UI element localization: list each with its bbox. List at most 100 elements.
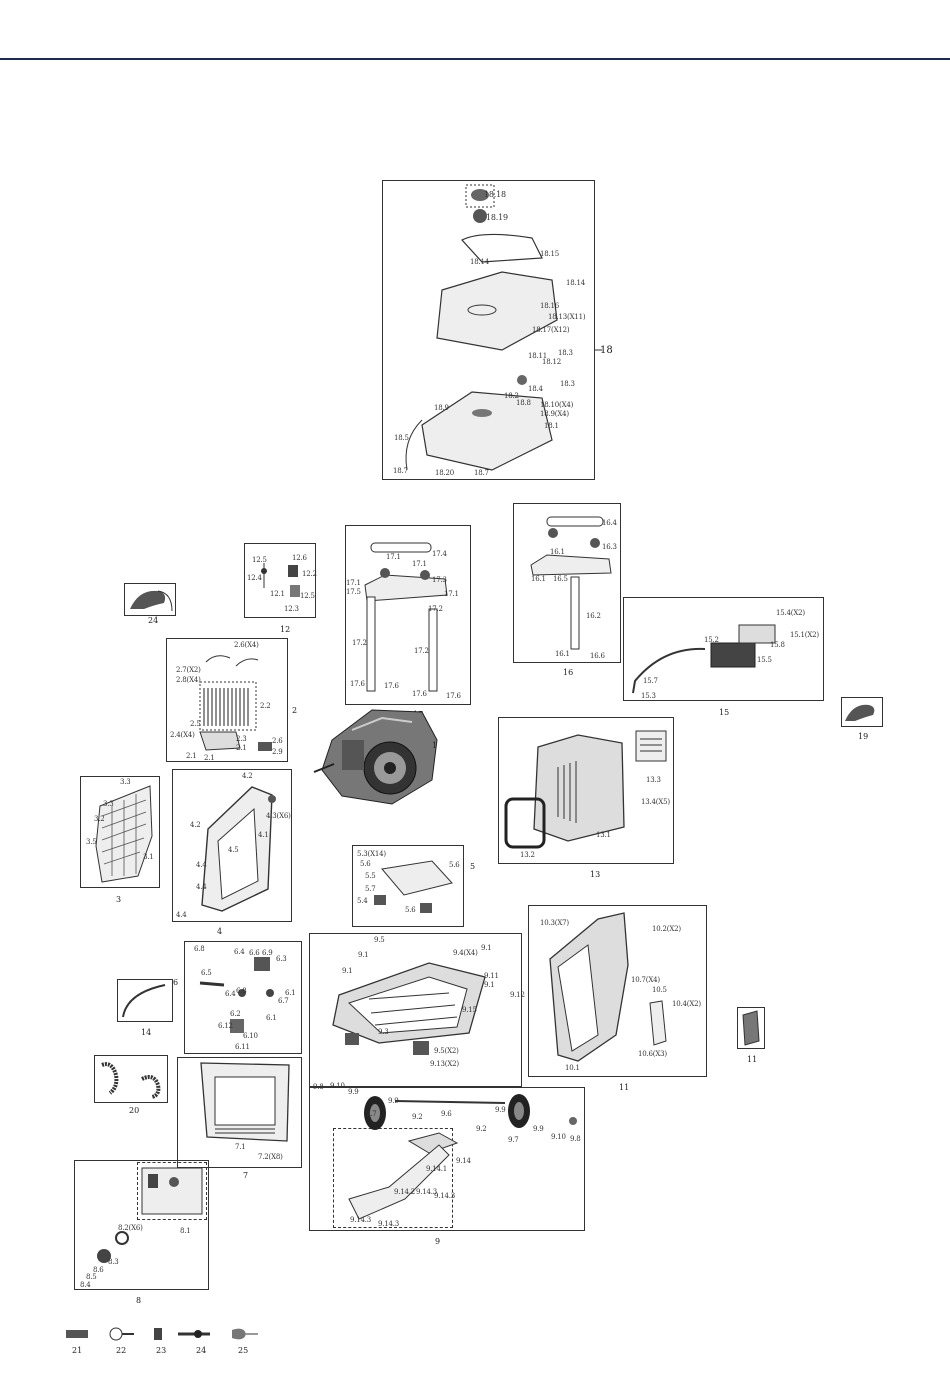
accessory-21-number: 21 (72, 1346, 83, 1355)
assembly-14-drawing (122, 984, 166, 1018)
callout-15-3: 15.3 (641, 692, 656, 700)
assembly-20-number: 20 (129, 1106, 140, 1115)
callout-9-8b: 9.8 (570, 1135, 581, 1143)
callout-2-6: 2.6 (272, 737, 283, 745)
assembly-9-frame (309, 933, 522, 1087)
assembly-10-frame (528, 905, 707, 1077)
assembly-16-number: 16 (563, 668, 574, 677)
callout-8-2: 8.2(X6) (118, 1224, 143, 1232)
callout-17-6a: 17.6 (350, 680, 365, 688)
callout-18-13: 18.13(X11) (548, 313, 586, 321)
engine-drawing (313, 709, 438, 805)
callout-18-14b: 18.14 (566, 279, 586, 287)
callout-18-9b: 18.9 (434, 404, 449, 412)
callout-9-2a: 9.2 (412, 1113, 423, 1121)
callout-18-11: 18.11 (528, 352, 548, 360)
callout-17-5: 17.5 (346, 588, 361, 596)
assembly-6-number: 6 (173, 978, 179, 987)
assembly-3-number: 3 (116, 895, 122, 904)
callout-6-4a: 6.4 (234, 948, 245, 956)
callout-5-6b: 5.6 (449, 861, 460, 869)
callout-2-5: 2.5 (190, 720, 201, 728)
callout-17-1a: 17.1 (386, 553, 401, 561)
assembly-12-frame (244, 543, 316, 618)
callout-3-5: 3.5 (86, 838, 97, 846)
callout-2-7: 2.7(X2) (176, 666, 201, 674)
accessory-23-number: 23 (156, 1346, 167, 1355)
header-rule (0, 58, 950, 60)
callout-15-8: 15.8 (770, 641, 785, 649)
callout-18-7b: 18.7 (474, 469, 489, 477)
callout-9-14-3b: 9.14.3 (434, 1192, 456, 1200)
callout-15-2: 15.2 (704, 636, 719, 644)
callout-18-4: 18.4 (528, 385, 543, 393)
callout-9-11: 9.11 (484, 972, 499, 980)
callout-18-5: 18.5 (394, 434, 409, 442)
callout-18-18: 18.18 (484, 190, 506, 199)
callout-9-9d: 9.9 (533, 1125, 544, 1133)
callout-10-2: 10.2(X2) (652, 925, 681, 933)
callout-17-1b: 17.1 (412, 560, 427, 568)
callout-17-6d: 17.6 (446, 692, 461, 700)
assembly-1-number: 1 (432, 741, 438, 750)
callout-2-1c: 2.1 (204, 754, 215, 762)
callout-18-16: 18.16 (540, 302, 560, 310)
callout-6-8b: 6.8 (236, 987, 247, 995)
assembly-2-drawing (199, 655, 272, 751)
callout-6-3: 6.3 (276, 955, 287, 963)
callout-9-14-3c: 9.14.3 (350, 1216, 372, 1224)
assembly-12-drawing (261, 563, 300, 597)
assembly-8-number: 8 (136, 1296, 142, 1305)
callout-17-6c: 17.6 (412, 690, 427, 698)
callout-12-5a: 12.5 (252, 556, 267, 564)
assembly-13-drawing (504, 730, 667, 849)
fuel-tank-drawing (405, 184, 602, 471)
callout-17-1d: 17.1 (444, 590, 459, 598)
callout-18-2: 18.2 (504, 392, 519, 400)
assembly-11-frame (737, 1007, 765, 1049)
callout-9-9b: 9.9 (388, 1097, 399, 1105)
callout-17-6b: 17.6 (384, 682, 399, 690)
assembly-3-frame (80, 776, 160, 888)
callout-10-6: 10.6(X3) (638, 1050, 667, 1058)
callout-17-4: 17.4 (432, 550, 447, 558)
callout-2-4: 2.4(X4) (170, 731, 195, 739)
callout-5-6a: 5.6 (360, 860, 371, 868)
callout-9-9c: 9.9 (495, 1106, 506, 1114)
callout-9-14-3d: 9.14.3 (378, 1220, 400, 1228)
callout-10-3: 10.3(X7) (540, 919, 569, 927)
callout-8-4: 8.4 (80, 1281, 91, 1289)
callout-18-7a: 18.7 (393, 467, 408, 475)
callout-17-1c: 17.1 (346, 579, 361, 587)
callout-9-10a: 9.10 (330, 1082, 345, 1090)
assembly-24-frame (124, 583, 176, 616)
assembly-19-drawing (845, 704, 875, 721)
callout-9-7b: 9.7 (508, 1136, 519, 1144)
callout-5-5: 5.5 (365, 872, 376, 880)
assembly-10-number: 11 (619, 1083, 630, 1092)
callout-8-6: 8.6 (93, 1266, 104, 1274)
callout-8-3: 8.3 (108, 1258, 119, 1266)
callout-10-5: 10.5 (652, 986, 667, 994)
assembly-16-drawing (530, 516, 612, 650)
assembly-18-number: 18 (600, 345, 613, 356)
callout-9-1b: 9.1 (358, 951, 369, 959)
assembly-7-number: 7 (243, 1171, 249, 1180)
assembly-3-drawing (95, 785, 153, 883)
assembly-15-number: 15 (719, 708, 730, 717)
assembly-7-frame (177, 1057, 302, 1168)
callout-10-4: 10.4(X2) (672, 1000, 701, 1008)
callout-9-12: 9.12 (510, 991, 525, 999)
callout-16-2: 16.2 (586, 612, 601, 620)
callout-18-17: 18.17(X12) (532, 326, 570, 334)
assembly-5-frame (352, 845, 464, 927)
callout-12-5b: 12.5 (300, 592, 315, 600)
callout-13-4: 13.4(X5) (641, 798, 670, 806)
callout-18-9a: 18.9(X4) (540, 410, 569, 418)
assembly-6-drawing (199, 957, 274, 1033)
assembly-9-number: 9 (435, 1237, 441, 1246)
callout-6-7: 6.7 (278, 997, 289, 1005)
callout-9-1d: 9.1 (484, 981, 495, 989)
callout-18-3a: 18.3 (558, 349, 573, 357)
callout-9-7a: 9.7 (366, 1110, 377, 1118)
